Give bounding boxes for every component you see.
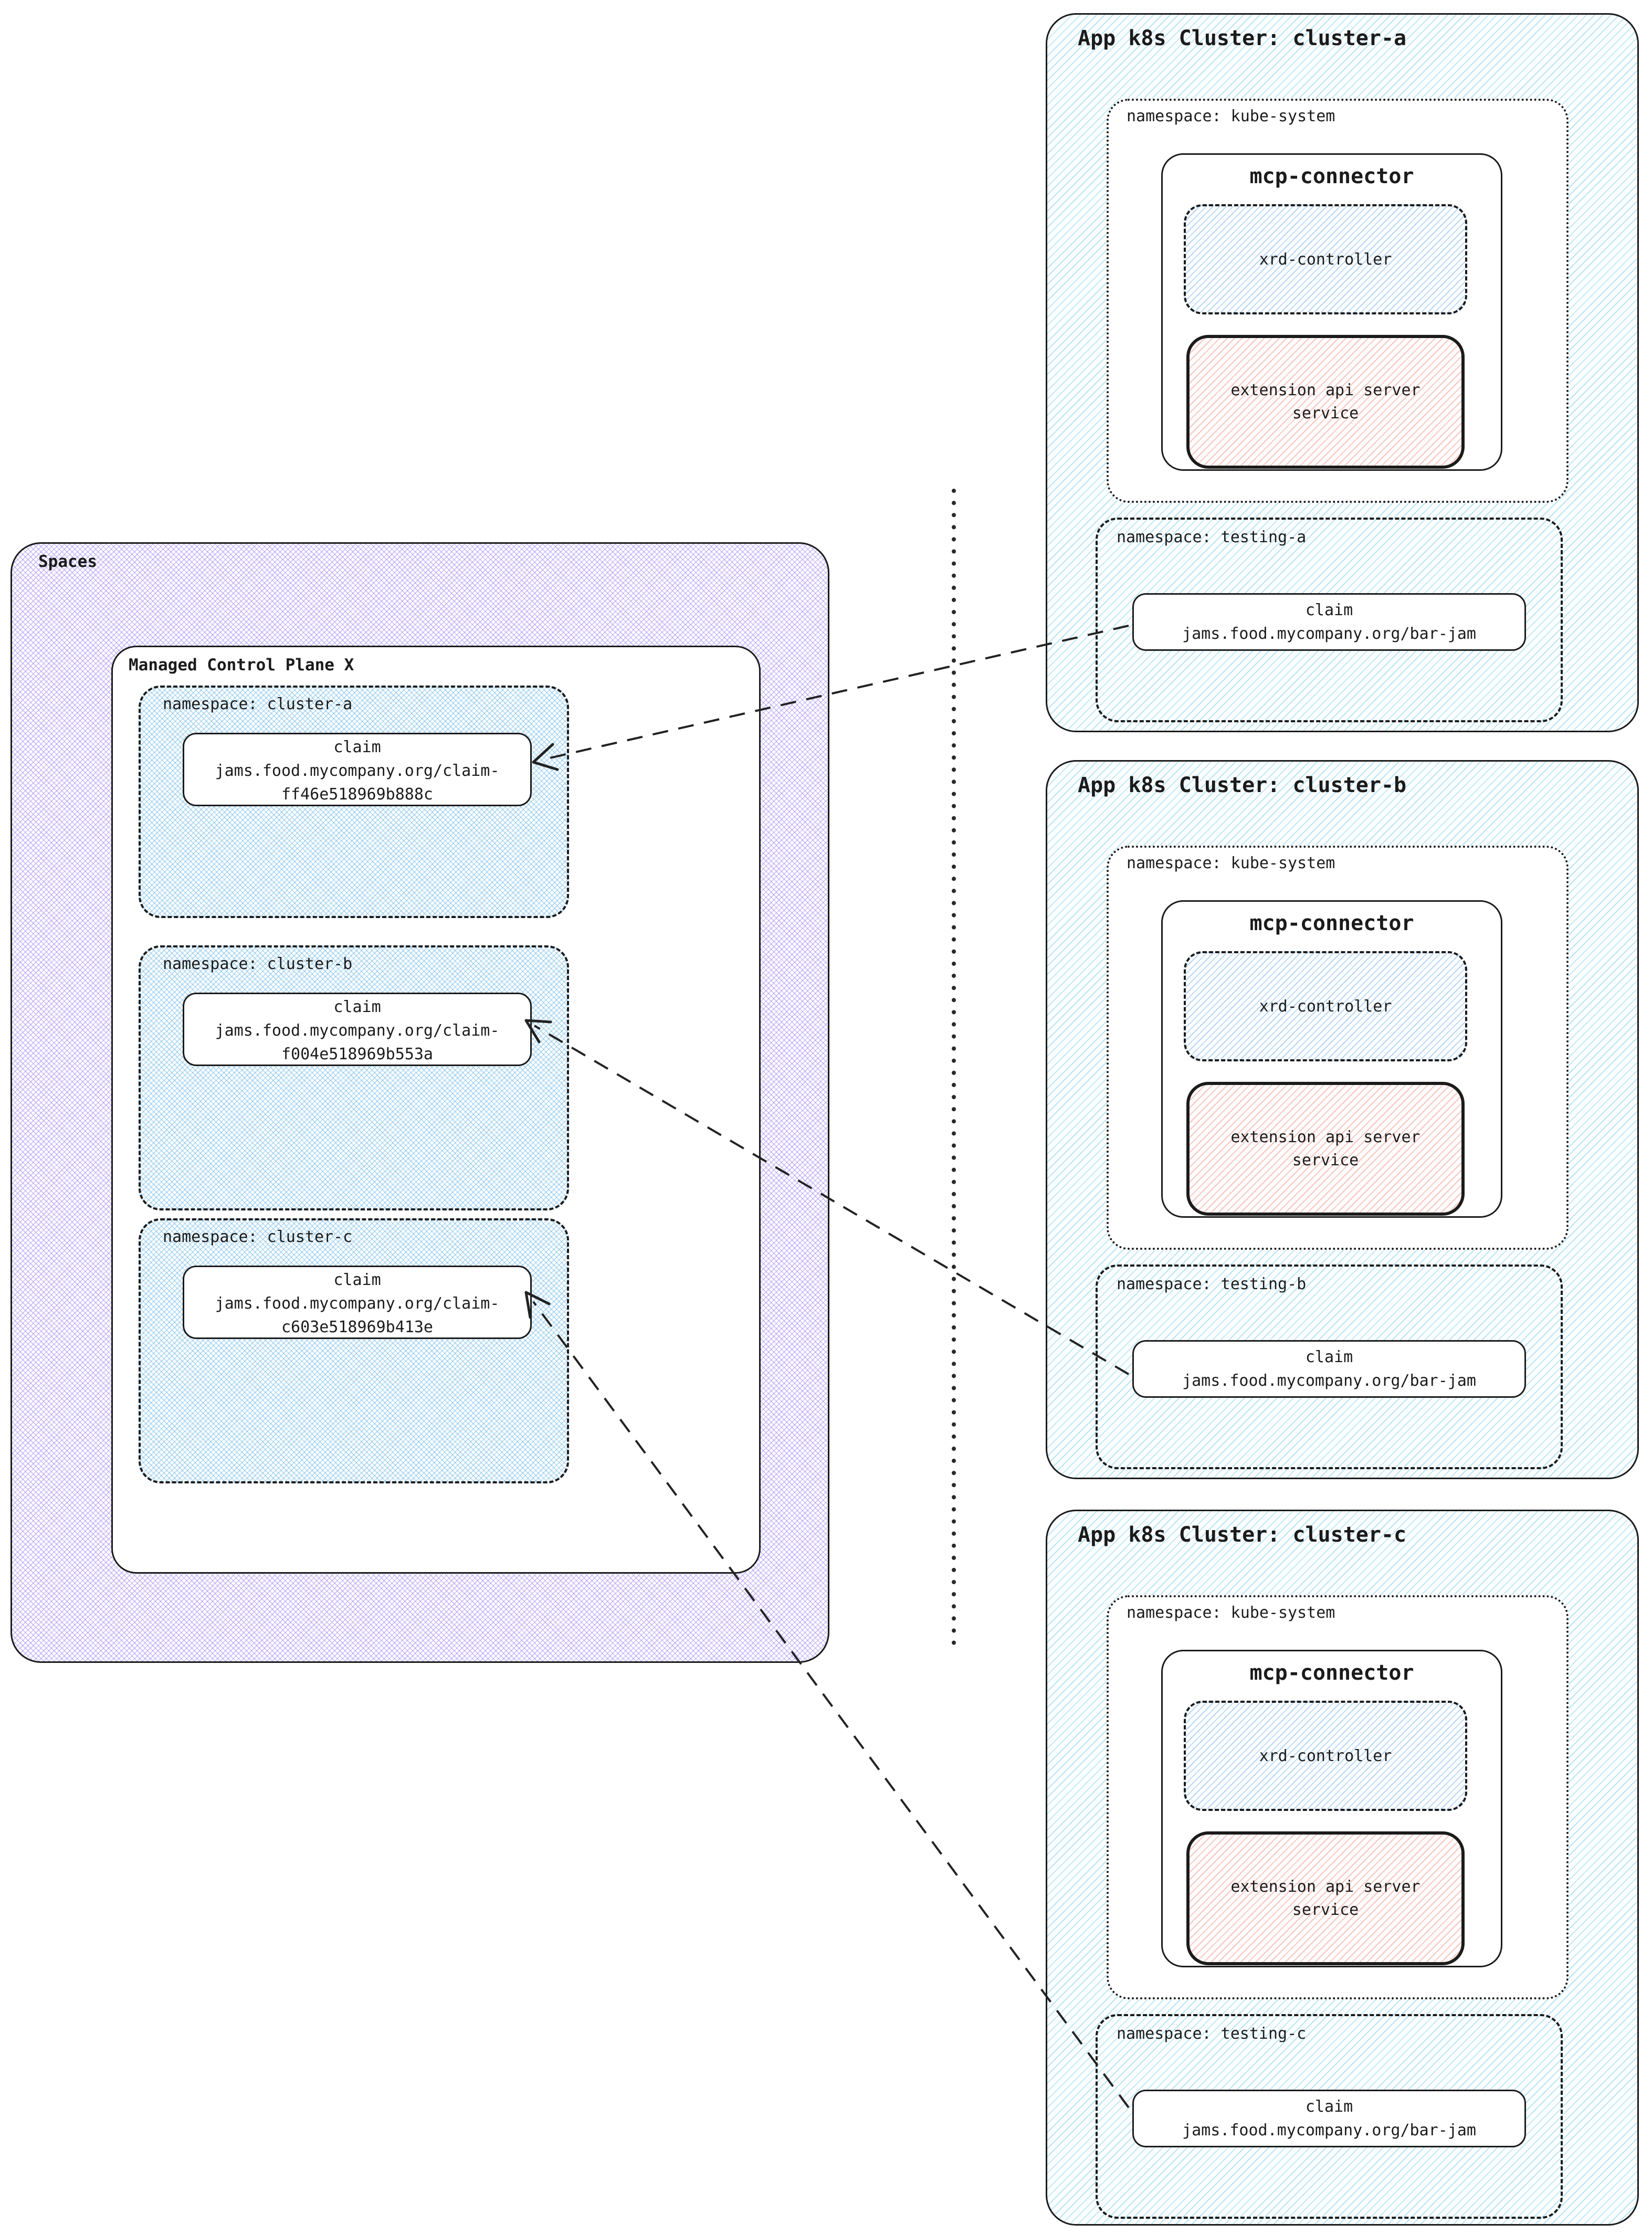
xrd-controller-box: xrd-controller [1184, 1701, 1467, 1811]
testing-c-label: namespace: testing-c [1117, 2025, 1307, 2043]
namespace-cluster-c-label: namespace: cluster-c [163, 1228, 353, 1246]
mcp-connector-title: mcp-connector [1249, 911, 1414, 935]
mcp-connector-title: mcp-connector [1249, 1661, 1414, 1685]
testing-a-label: namespace: testing-a [1117, 528, 1307, 546]
xrd-controller-label: xrd-controller [1259, 1746, 1392, 1765]
spaces-box: Spaces Managed Control Plane X namespace… [10, 542, 829, 1663]
mcp-connector-title: mcp-connector [1249, 164, 1414, 188]
app-cluster-c-title: App k8s Cluster: cluster-c [1078, 1523, 1407, 1547]
claim-name-line2: c603e518969b413e [281, 1318, 433, 1336]
claim-name-line1: jams.food.mycompany.org/claim- [215, 762, 500, 780]
mcp-connector-box: mcp-connector xrd-controller extension a… [1161, 153, 1502, 471]
claim-kind: claim [333, 1271, 381, 1289]
extension-api-server-box: extension api server service [1186, 1831, 1465, 1965]
claim-kind: claim [1305, 2098, 1353, 2116]
testing-a-namespace-box: namespace: testing-a claim jams.food.myc… [1096, 518, 1563, 722]
testing-c-namespace-box: namespace: testing-c claim jams.food.myc… [1096, 2014, 1563, 2219]
claim-box-cluster-c: claim jams.food.mycompany.org/claim- c60… [183, 1266, 532, 1339]
app-cluster-c-box: App k8s Cluster: cluster-c namespace: ku… [1046, 1510, 1639, 2226]
xrd-controller-box: xrd-controller [1184, 951, 1467, 1061]
testing-b-label: namespace: testing-b [1117, 1275, 1307, 1293]
kube-system-label: namespace: kube-system [1127, 107, 1335, 125]
claim-box-bar-jam-c: claim jams.food.mycompany.org/bar-jam [1132, 2090, 1526, 2147]
testing-b-namespace-box: namespace: testing-b claim jams.food.myc… [1096, 1264, 1563, 1469]
claim-kind: claim [333, 738, 381, 756]
app-cluster-b-box: App k8s Cluster: cluster-b namespace: ku… [1046, 760, 1639, 1479]
extension-api-server-box: extension api server service [1186, 1082, 1465, 1216]
kube-system-namespace-box: namespace: kube-system mcp-connector xrd… [1107, 846, 1569, 1250]
claim-name: jams.food.mycompany.org/bar-jam [1182, 625, 1476, 643]
app-cluster-a-box: App k8s Cluster: cluster-a namespace: ku… [1046, 13, 1639, 732]
kube-system-label: namespace: kube-system [1127, 1604, 1335, 1622]
xrd-controller-label: xrd-controller [1259, 997, 1392, 1016]
extension-api-server-box: extension api server service [1186, 335, 1465, 469]
claim-box-cluster-a: claim jams.food.mycompany.org/claim- ff4… [183, 733, 532, 806]
namespace-cluster-c-box: namespace: cluster-c claim jams.food.myc… [139, 1218, 569, 1483]
claim-name-line2: f004e518969b553a [281, 1045, 433, 1063]
namespace-cluster-b-label: namespace: cluster-b [163, 955, 353, 973]
namespace-cluster-b-box: namespace: cluster-b claim jams.food.myc… [139, 945, 569, 1210]
claim-box-bar-jam-a: claim jams.food.mycompany.org/bar-jam [1132, 593, 1526, 651]
mcp-connector-box: mcp-connector xrd-controller extension a… [1161, 900, 1502, 1218]
extension-api-server-label: extension api server service [1230, 1877, 1420, 1919]
claim-kind: claim [1305, 601, 1353, 619]
mcp-connector-box: mcp-connector xrd-controller extension a… [1161, 1650, 1502, 1967]
extension-api-server-label: extension api server service [1230, 381, 1420, 423]
claim-kind: claim [333, 998, 381, 1016]
kube-system-namespace-box: namespace: kube-system mcp-connector xrd… [1107, 99, 1569, 503]
claim-kind: claim [1305, 1348, 1353, 1366]
claim-name-line1: jams.food.mycompany.org/claim- [215, 1021, 500, 1040]
claim-box-cluster-b: claim jams.food.mycompany.org/claim- f00… [183, 993, 532, 1066]
extension-api-server-label: extension api server service [1230, 1127, 1420, 1169]
managed-control-plane-label: Managed Control Plane X [129, 656, 354, 675]
claim-name: jams.food.mycompany.org/bar-jam [1182, 2121, 1476, 2140]
claim-name-line2: ff46e518969b888c [281, 785, 433, 804]
claim-name-line1: jams.food.mycompany.org/claim- [215, 1294, 500, 1313]
app-cluster-a-title: App k8s Cluster: cluster-a [1078, 26, 1407, 50]
claim-name: jams.food.mycompany.org/bar-jam [1182, 1372, 1476, 1390]
spaces-label: Spaces [38, 552, 97, 571]
claim-box-bar-jam-b: claim jams.food.mycompany.org/bar-jam [1132, 1340, 1526, 1398]
managed-control-plane-box: Managed Control Plane X namespace: clust… [111, 646, 761, 1574]
xrd-controller-label: xrd-controller [1259, 250, 1392, 269]
namespace-cluster-a-box: namespace: cluster-a claim jams.food.myc… [139, 686, 569, 918]
kube-system-namespace-box: namespace: kube-system mcp-connector xrd… [1107, 1595, 1569, 1999]
xrd-controller-box: xrd-controller [1184, 204, 1467, 314]
namespace-cluster-a-label: namespace: cluster-a [163, 695, 353, 713]
kube-system-label: namespace: kube-system [1127, 854, 1335, 872]
app-cluster-b-title: App k8s Cluster: cluster-b [1078, 773, 1407, 797]
